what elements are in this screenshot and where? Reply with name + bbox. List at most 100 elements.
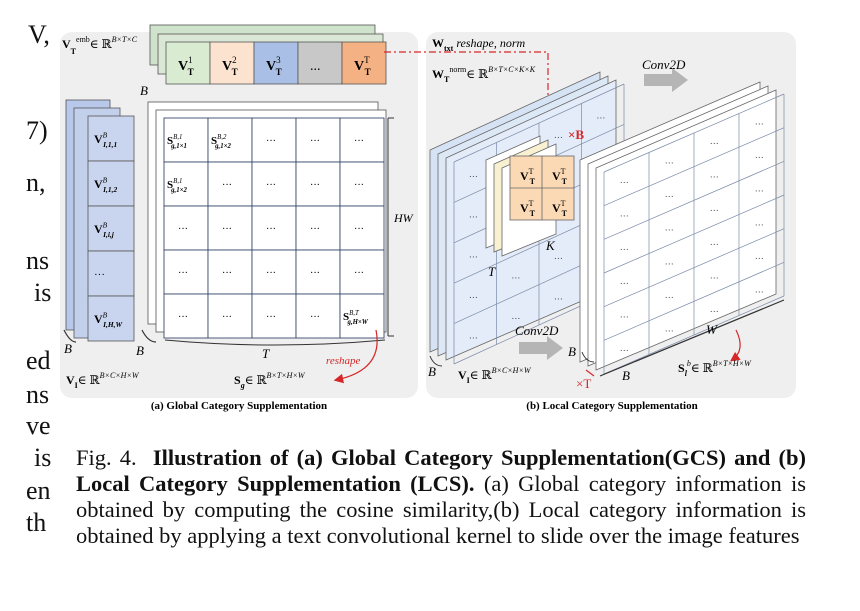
- sg-cell: ···: [339, 205, 385, 251]
- persp-cell-dots: ···: [469, 212, 478, 222]
- math-label: ···: [354, 136, 364, 147]
- w-label: W: [706, 322, 718, 337]
- margin-fragment: is: [34, 443, 52, 472]
- persp-cell-dots: ···: [554, 294, 563, 304]
- math-label: ···: [310, 268, 320, 279]
- math-label: ···: [178, 224, 188, 235]
- conv2d-top-arrow: [644, 68, 688, 92]
- vt-cell: ...: [297, 41, 343, 85]
- sg-b-label: B: [136, 343, 144, 358]
- sg-cell: ···: [295, 117, 341, 163]
- persp-cell-dots: ···: [469, 293, 478, 303]
- math-label: ···: [178, 312, 188, 323]
- k-label: K: [545, 238, 556, 253]
- math-label: ···: [354, 268, 364, 279]
- persp-cell-dots: ···: [755, 287, 764, 297]
- persp-cell-dots: ···: [755, 186, 764, 196]
- vt-cell-label: ...: [310, 59, 321, 74]
- math-label: ···: [222, 268, 232, 279]
- margin-fragment: ns: [26, 246, 50, 275]
- margin-fragment: ve: [26, 411, 51, 440]
- sg-cell: ···: [251, 117, 297, 163]
- kernel-t-label: T: [488, 264, 496, 279]
- persp-cell-dots: ···: [710, 138, 719, 148]
- persp-cell-dots: ···: [665, 259, 674, 269]
- persp-cell-dots: ···: [554, 132, 563, 142]
- persp-cell-dots: ···: [469, 333, 478, 343]
- persp-cell-dots: ···: [710, 307, 719, 317]
- math-label: ···: [94, 269, 105, 281]
- sg-cell: ···: [163, 205, 209, 251]
- persp-cell-dots: ···: [469, 171, 478, 181]
- persp-cell-dots: ···: [469, 252, 478, 262]
- math-label: ···: [310, 136, 320, 147]
- sl-b-left-label: B: [568, 344, 576, 359]
- sg-cell: ···: [339, 117, 385, 163]
- sg-t-label: T: [262, 346, 270, 361]
- math-label: ···: [222, 312, 232, 323]
- vt-emb-label: VTemb∈ ℝB×T×C: [62, 35, 138, 56]
- persp-cell-dots: ···: [554, 254, 563, 264]
- math-label: ···: [266, 136, 276, 147]
- sl-perspective-stack: ··· ··· ··· ··· ··· ··· ··· ··· ··· ··· ··· ··· ··· ·…: [579, 81, 785, 375]
- times-b-label: ×B: [568, 127, 584, 142]
- persp-cell-dots: ···: [620, 211, 629, 221]
- sg-label: Sg∈ ℝB×T×H×W: [234, 371, 306, 390]
- persp-cell-dots: ···: [665, 225, 674, 235]
- caption-body: (a) Global category information is obtai…: [76, 471, 807, 548]
- sg-cell: ···: [163, 293, 209, 339]
- conv2d-top-label: Conv2D: [642, 57, 686, 72]
- sl-arrow: [730, 329, 741, 362]
- vi-label: VI∈ ℝB×C×H×W: [66, 371, 140, 390]
- sg-cell: ···: [339, 161, 385, 207]
- reshape-label: reshape: [326, 355, 361, 367]
- margin-fragment: 7): [26, 116, 48, 145]
- sg-cell: ···: [251, 205, 297, 251]
- margin-fragment: en: [26, 476, 51, 505]
- persp-cell-dots: ···: [755, 119, 764, 129]
- times-t-label: ×T: [576, 376, 591, 391]
- sg-cell: ···: [207, 249, 253, 295]
- sg-cell: ···: [207, 293, 253, 339]
- sg-cell: ···: [295, 161, 341, 207]
- conv2d-bottom-label: Conv2D: [515, 323, 559, 338]
- math-label: ···: [266, 268, 276, 279]
- margin-fragment: is: [34, 278, 52, 307]
- persp-cell-dots: ···: [710, 239, 719, 249]
- hw-label: HW: [393, 211, 414, 225]
- persp-cell-dots: ···: [755, 153, 764, 163]
- math-label: ···: [354, 224, 364, 235]
- figure-caption: Fig. 4. Illustration of (a) Global Categ…: [76, 445, 806, 549]
- math-label: ···: [266, 180, 276, 191]
- persp-cell-dots: ···: [620, 346, 629, 356]
- sg-cell: ···: [163, 249, 209, 295]
- margin-fragment: n,: [26, 168, 46, 197]
- math-label: ···: [266, 312, 276, 323]
- panel-a-caption: (a) Global Category Supplementation: [151, 400, 327, 412]
- persp-cell-dots: ···: [665, 158, 674, 168]
- persp-cell-dots: ···: [755, 254, 764, 264]
- persp-cell-dots: ···: [710, 172, 719, 182]
- math-label: ···: [310, 312, 320, 323]
- sg-cell: ···: [251, 249, 297, 295]
- persp-cell-dots: ···: [511, 314, 520, 324]
